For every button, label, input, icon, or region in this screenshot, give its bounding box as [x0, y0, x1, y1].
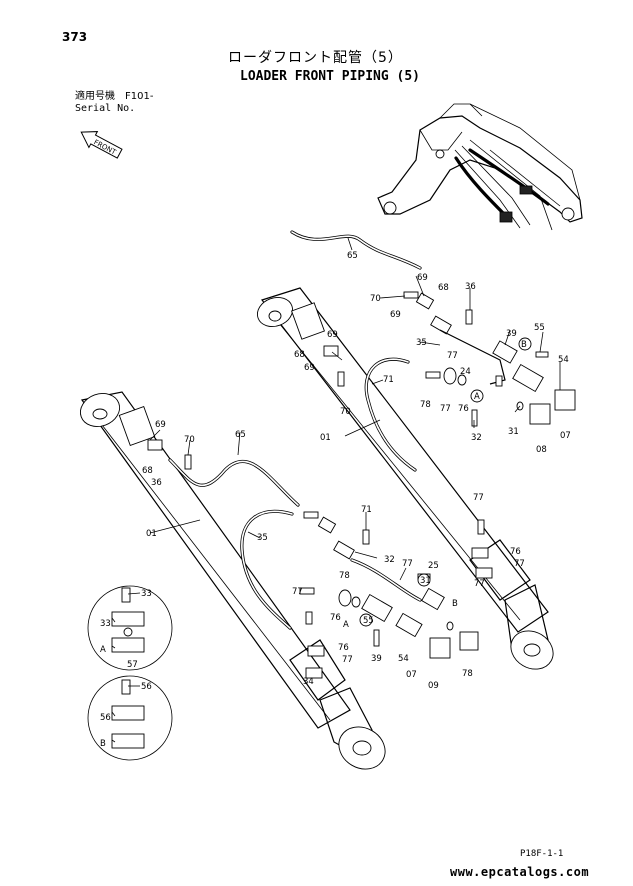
callout-label: 71 — [361, 505, 372, 515]
callout-label: A — [343, 620, 349, 630]
pipe-25 — [350, 558, 422, 602]
callout-label: A — [474, 392, 480, 402]
callout-label: 78 — [339, 571, 350, 581]
callout-label: 76 — [510, 547, 521, 557]
callout-label: 01 — [320, 433, 331, 443]
callout-label: 69 — [327, 330, 338, 340]
callout-label: 77 — [473, 493, 484, 503]
callout-label: 31 — [420, 576, 431, 586]
callout-label: 36 — [465, 282, 476, 292]
callout-label: 09 — [428, 681, 439, 691]
fittings-lower — [147, 439, 493, 679]
page-title-japanese: ローダフロント配管（5） — [228, 50, 403, 66]
callout-label: 07 — [560, 431, 571, 441]
callout-label: 69 — [155, 420, 166, 430]
callout-label: 36 — [151, 478, 162, 488]
sheet-code: P18F-1-1 — [520, 849, 564, 859]
front-arrow-icon: FRONT — [80, 131, 123, 159]
hose-71-upper — [364, 357, 417, 472]
callout-label: 70 — [184, 435, 195, 445]
callout-label: 77 — [474, 579, 485, 589]
page-number: 373 — [62, 30, 88, 44]
callout-label: 32 — [384, 555, 395, 565]
callout-label: 77 — [292, 587, 303, 597]
callout-label: 08 — [536, 445, 547, 455]
callout-label: 68 — [438, 283, 449, 293]
callout-label: 24 — [460, 367, 471, 377]
callout-label: 70 — [370, 294, 381, 304]
callout-label: 77 — [402, 559, 413, 569]
callout-label: 76 — [338, 643, 349, 653]
callout-label: 55 — [534, 323, 545, 333]
detail-circle-b — [87, 675, 173, 761]
callout-label: 54 — [398, 654, 409, 664]
page-title-english: LOADER FRONT PIPING (5) — [240, 69, 421, 84]
callout-label: 71 — [383, 375, 394, 385]
callout-label: 33 — [100, 619, 111, 629]
callout-label: 68 — [294, 350, 305, 360]
callout-label: 01 — [146, 529, 157, 539]
fittings-upper — [323, 291, 576, 427]
callout-label: 07 — [406, 670, 417, 680]
callout-label: 76 — [458, 404, 469, 414]
callout-label: 69 — [390, 310, 401, 320]
callout-label: B — [521, 340, 527, 350]
callout-label: 65 — [347, 251, 358, 261]
callout-label: 78 — [462, 669, 473, 679]
callout-labels: 65 69 70 68 69 36 35 39 55 B 54 77 24 71… — [100, 251, 571, 749]
callout-label: 25 — [428, 561, 439, 571]
cylinder-lower-left — [79, 391, 386, 770]
callout-label: 69 — [304, 363, 315, 373]
callout-label: 55 — [363, 616, 374, 626]
callout-label: 56 — [100, 713, 111, 723]
callout-label: 33 — [141, 589, 152, 599]
callout-label: 65 — [235, 430, 246, 440]
callout-label: B — [452, 599, 458, 609]
callout-label: 77 — [440, 404, 451, 414]
callout-label: 34 — [303, 677, 314, 687]
leader-lines — [111, 237, 561, 743]
callout-label: 35 — [257, 533, 268, 543]
serial-label-english: Serial No. — [75, 103, 136, 114]
callout-label: A — [100, 645, 106, 655]
callout-label: 56 — [141, 682, 152, 692]
callout-label: 69 — [417, 273, 428, 283]
hose-65-upper — [290, 230, 422, 270]
callout-label: 68 — [142, 466, 153, 476]
callout-label: 39 — [371, 654, 382, 664]
website-watermark: www.epcatalogs.com — [450, 865, 590, 879]
callout-label: 77 — [447, 351, 458, 361]
callout-label: 31 — [508, 427, 519, 437]
callout-label: 77 — [514, 559, 525, 569]
callout-label: 35 — [416, 338, 427, 348]
serial-label-japanese: 適用号機 F101- — [75, 91, 154, 102]
callout-label: 76 — [330, 613, 341, 623]
callout-label: 39 — [506, 329, 517, 339]
callout-label: 70 — [340, 407, 351, 417]
callout-label: B — [100, 739, 106, 749]
hose-71-lower — [240, 509, 294, 630]
loader-boom-sketch — [377, 103, 583, 231]
detail-circle-a — [87, 585, 173, 671]
callout-label: 78 — [420, 400, 431, 410]
callout-label: 57 — [127, 660, 138, 670]
callout-label: 54 — [558, 355, 569, 365]
hose-65-lower — [168, 458, 300, 507]
callout-label: 32 — [471, 433, 482, 443]
callout-label: 77 — [342, 655, 353, 665]
